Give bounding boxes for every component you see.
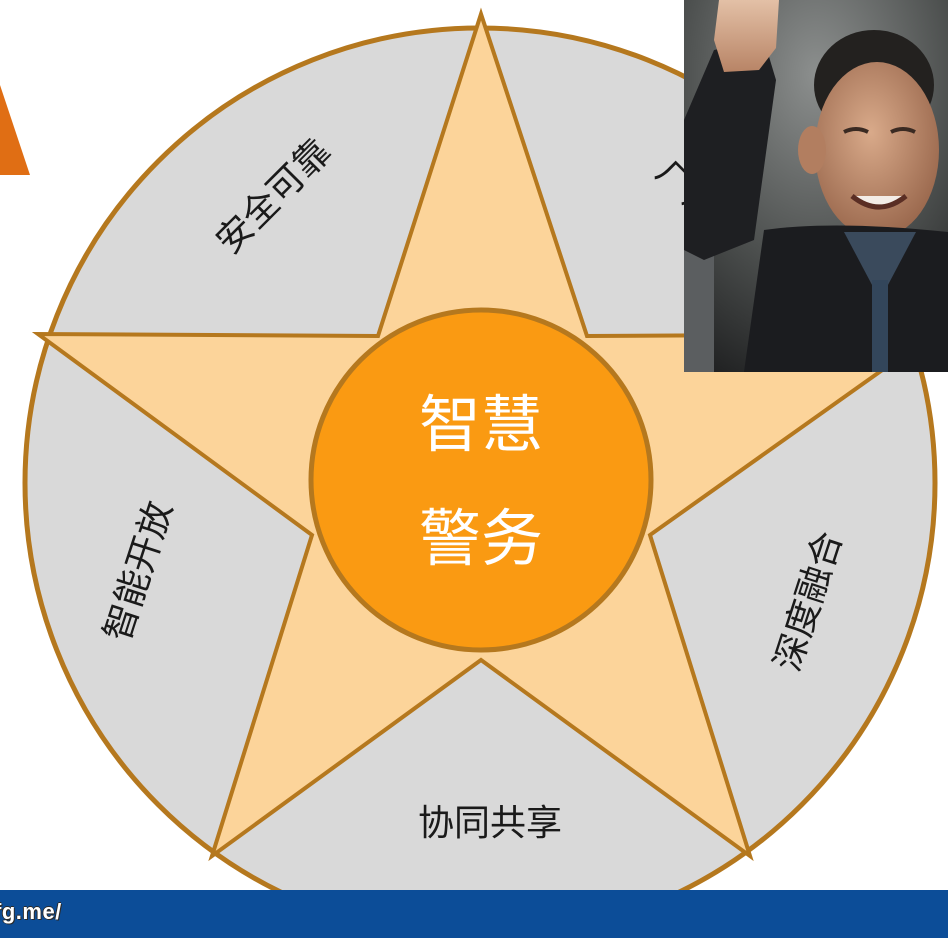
footer-url-link[interactable]: fg.me/ <box>0 899 62 924</box>
arrow-icon <box>0 85 30 175</box>
person-waving-photo-icon <box>684 0 948 372</box>
center-circle <box>308 307 654 653</box>
center-title-line2: 警务 <box>419 502 543 575</box>
segment-label-bottom: 协同共享 <box>418 803 562 844</box>
center-title-line1: 智慧 <box>419 388 543 461</box>
footer-bar <box>0 890 948 938</box>
person-photo <box>684 0 948 372</box>
